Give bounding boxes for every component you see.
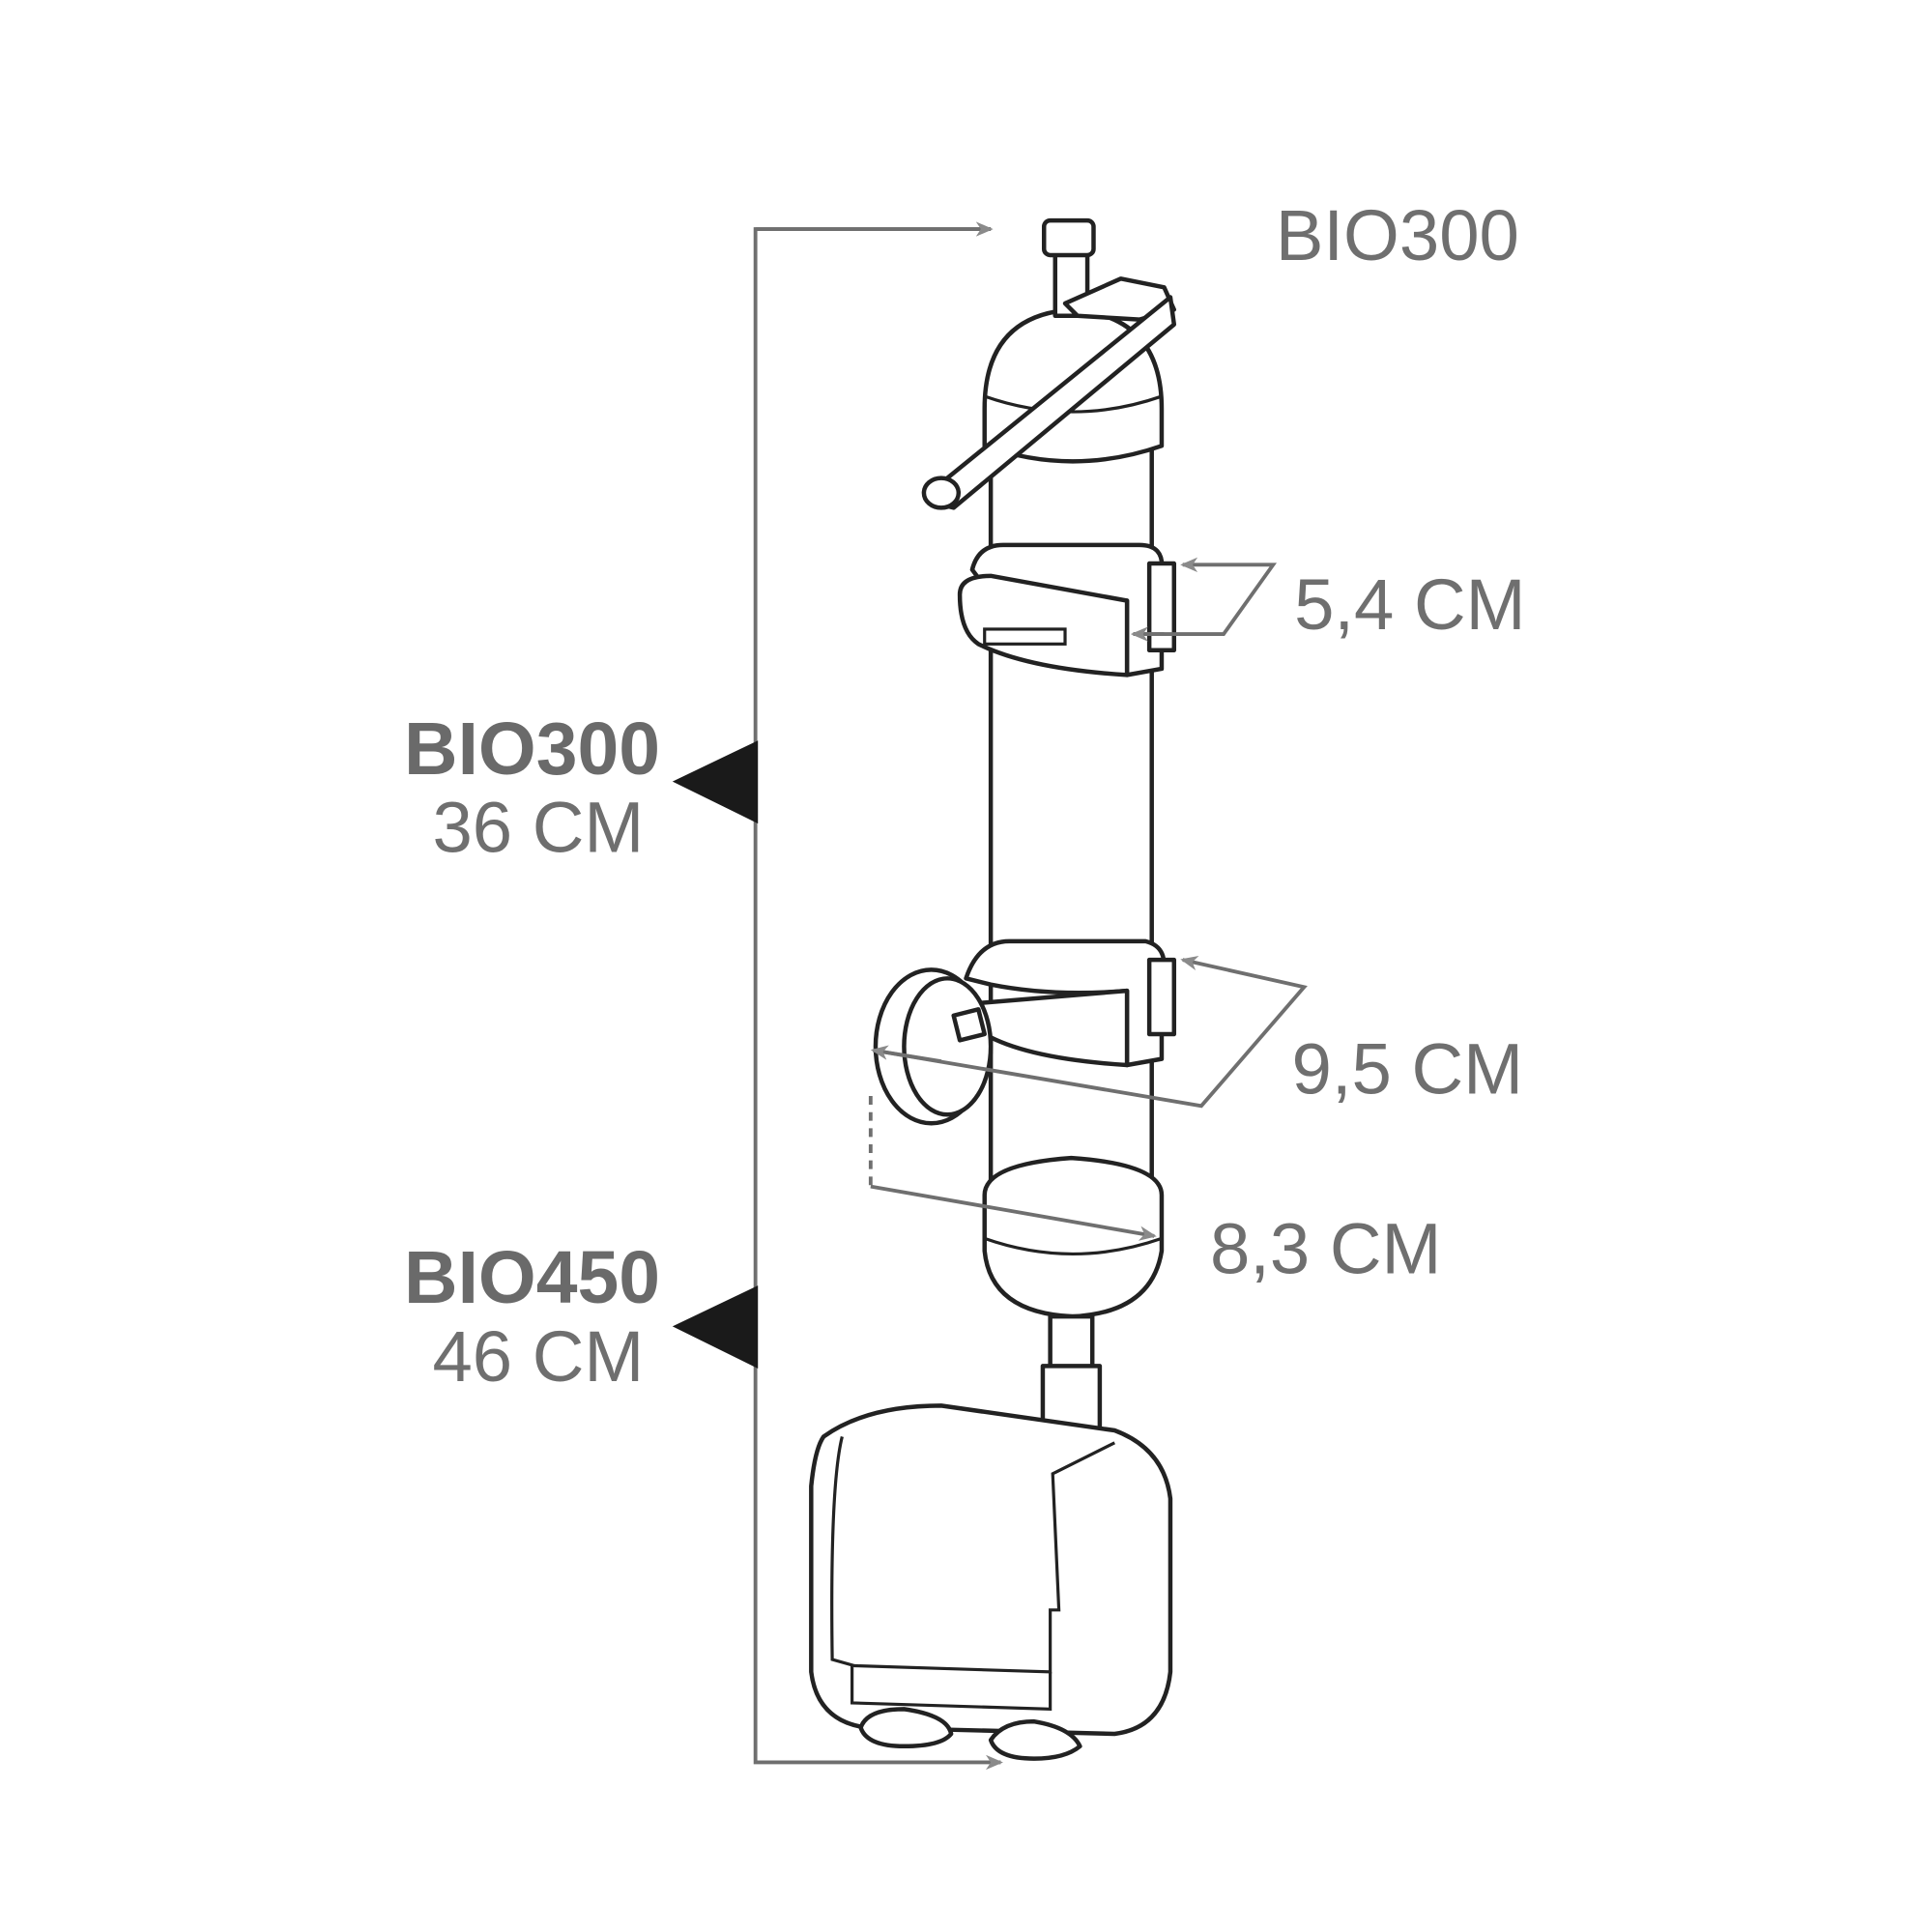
width-dimension-line — [873, 955, 1308, 1109]
depth-label: 5,4 CM — [1294, 564, 1526, 645]
width-label: 9,5 CM — [1292, 1028, 1524, 1109]
height-bracket — [672, 221, 1003, 1771]
diameter-label: 8,3 CM — [1210, 1208, 1442, 1288]
bio300-height-label: 36 CM — [432, 788, 644, 868]
bio450-height-label: 46 CM — [432, 1316, 644, 1397]
diagram-title: BIO300 — [1276, 195, 1519, 275]
diameter-dimension-line — [870, 1184, 1157, 1241]
bio300-height-marker — [672, 740, 759, 824]
filter-illustration — [809, 217, 1177, 1761]
bio300-model-label: BIO300 — [404, 707, 660, 791]
bio450-model-label: BIO450 — [404, 1236, 660, 1319]
bio450-height-marker — [672, 1285, 759, 1369]
depth-dimension-line — [1133, 557, 1278, 637]
